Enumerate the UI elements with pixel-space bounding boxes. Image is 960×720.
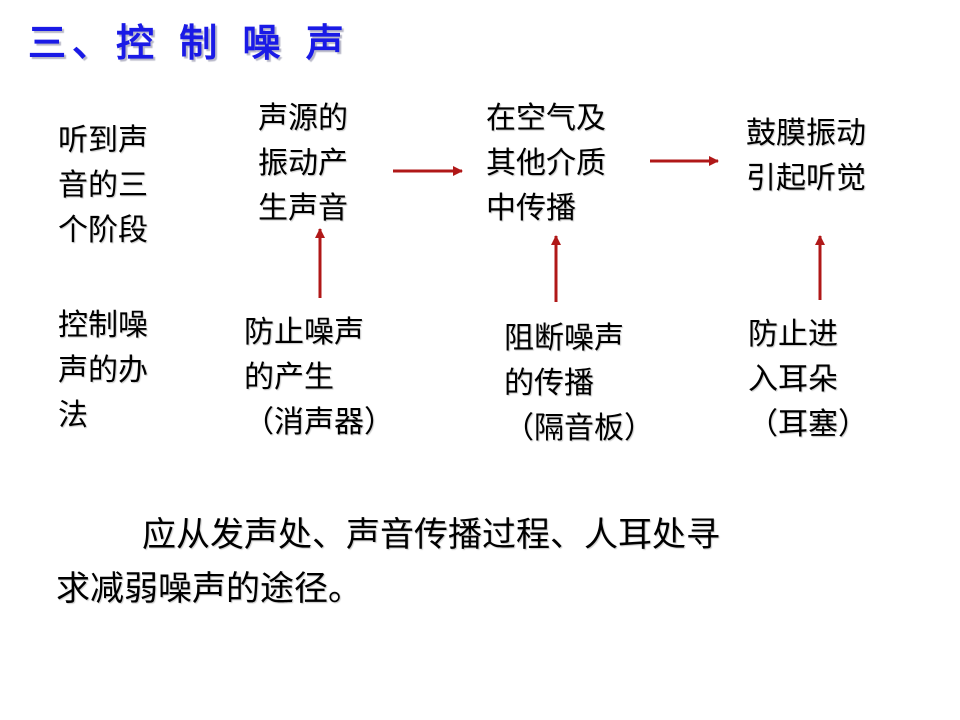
method-text-line: 入耳朵: [748, 362, 838, 397]
stage-text-line: 其他介质: [486, 146, 606, 181]
stage-node-source: 声源的 振动产 生声音: [258, 96, 348, 231]
stages-label-line: 个阶段: [58, 213, 148, 248]
stage-text-line: 声源的: [258, 101, 348, 136]
method-text-line: （消声器）: [244, 405, 394, 440]
summary-paragraph: 应从发声处、声音传播过程、人耳处寻 求减弱噪声的途径。: [56, 508, 896, 616]
stage-text-line: 鼓膜振动: [746, 116, 866, 151]
stages-row-label: 听到声 音的三 个阶段: [58, 118, 148, 253]
summary-line: 求减弱噪声的途径。: [56, 569, 362, 609]
stage-node-hearing: 鼓膜振动 引起听觉: [746, 111, 866, 201]
stage-text-line: 在空气及: [486, 101, 606, 136]
method-text-line: 防止进: [748, 317, 838, 352]
stage-text-line: 引起听觉: [746, 161, 866, 196]
stage-node-propagation: 在空气及 其他介质 中传播: [486, 96, 606, 231]
method-node-in-transmission: 阻断噪声 的传播 （隔音板）: [504, 316, 654, 451]
method-node-at-ear: 防止进 入耳朵 （耳塞）: [748, 312, 868, 447]
stages-label-line: 听到声: [58, 123, 148, 158]
methods-label-line: 法: [58, 398, 88, 433]
method-text-line: 的传播: [504, 366, 594, 401]
method-text-line: 阻断噪声: [504, 321, 624, 356]
page-title: 三、控 制 噪 声: [28, 21, 350, 65]
stages-label-line: 音的三: [58, 168, 148, 203]
stage-text-line: 振动产: [258, 146, 348, 181]
stage-text-line: 中传播: [486, 191, 576, 226]
method-text-line: （隔音板）: [504, 411, 654, 446]
stage-text-line: 生声音: [258, 191, 348, 226]
methods-label-line: 声的办: [58, 353, 148, 388]
methods-label-line: 控制噪: [58, 308, 148, 343]
methods-row-label: 控制噪 声的办 法: [58, 303, 148, 438]
method-text-line: 的产生: [244, 360, 334, 395]
method-text-line: 防止噪声: [244, 315, 364, 350]
summary-line: 应从发声处、声音传播过程、人耳处寻: [142, 515, 720, 555]
method-text-line: （耳塞）: [748, 407, 868, 442]
method-node-at-source: 防止噪声 的产生 （消声器）: [244, 310, 394, 445]
